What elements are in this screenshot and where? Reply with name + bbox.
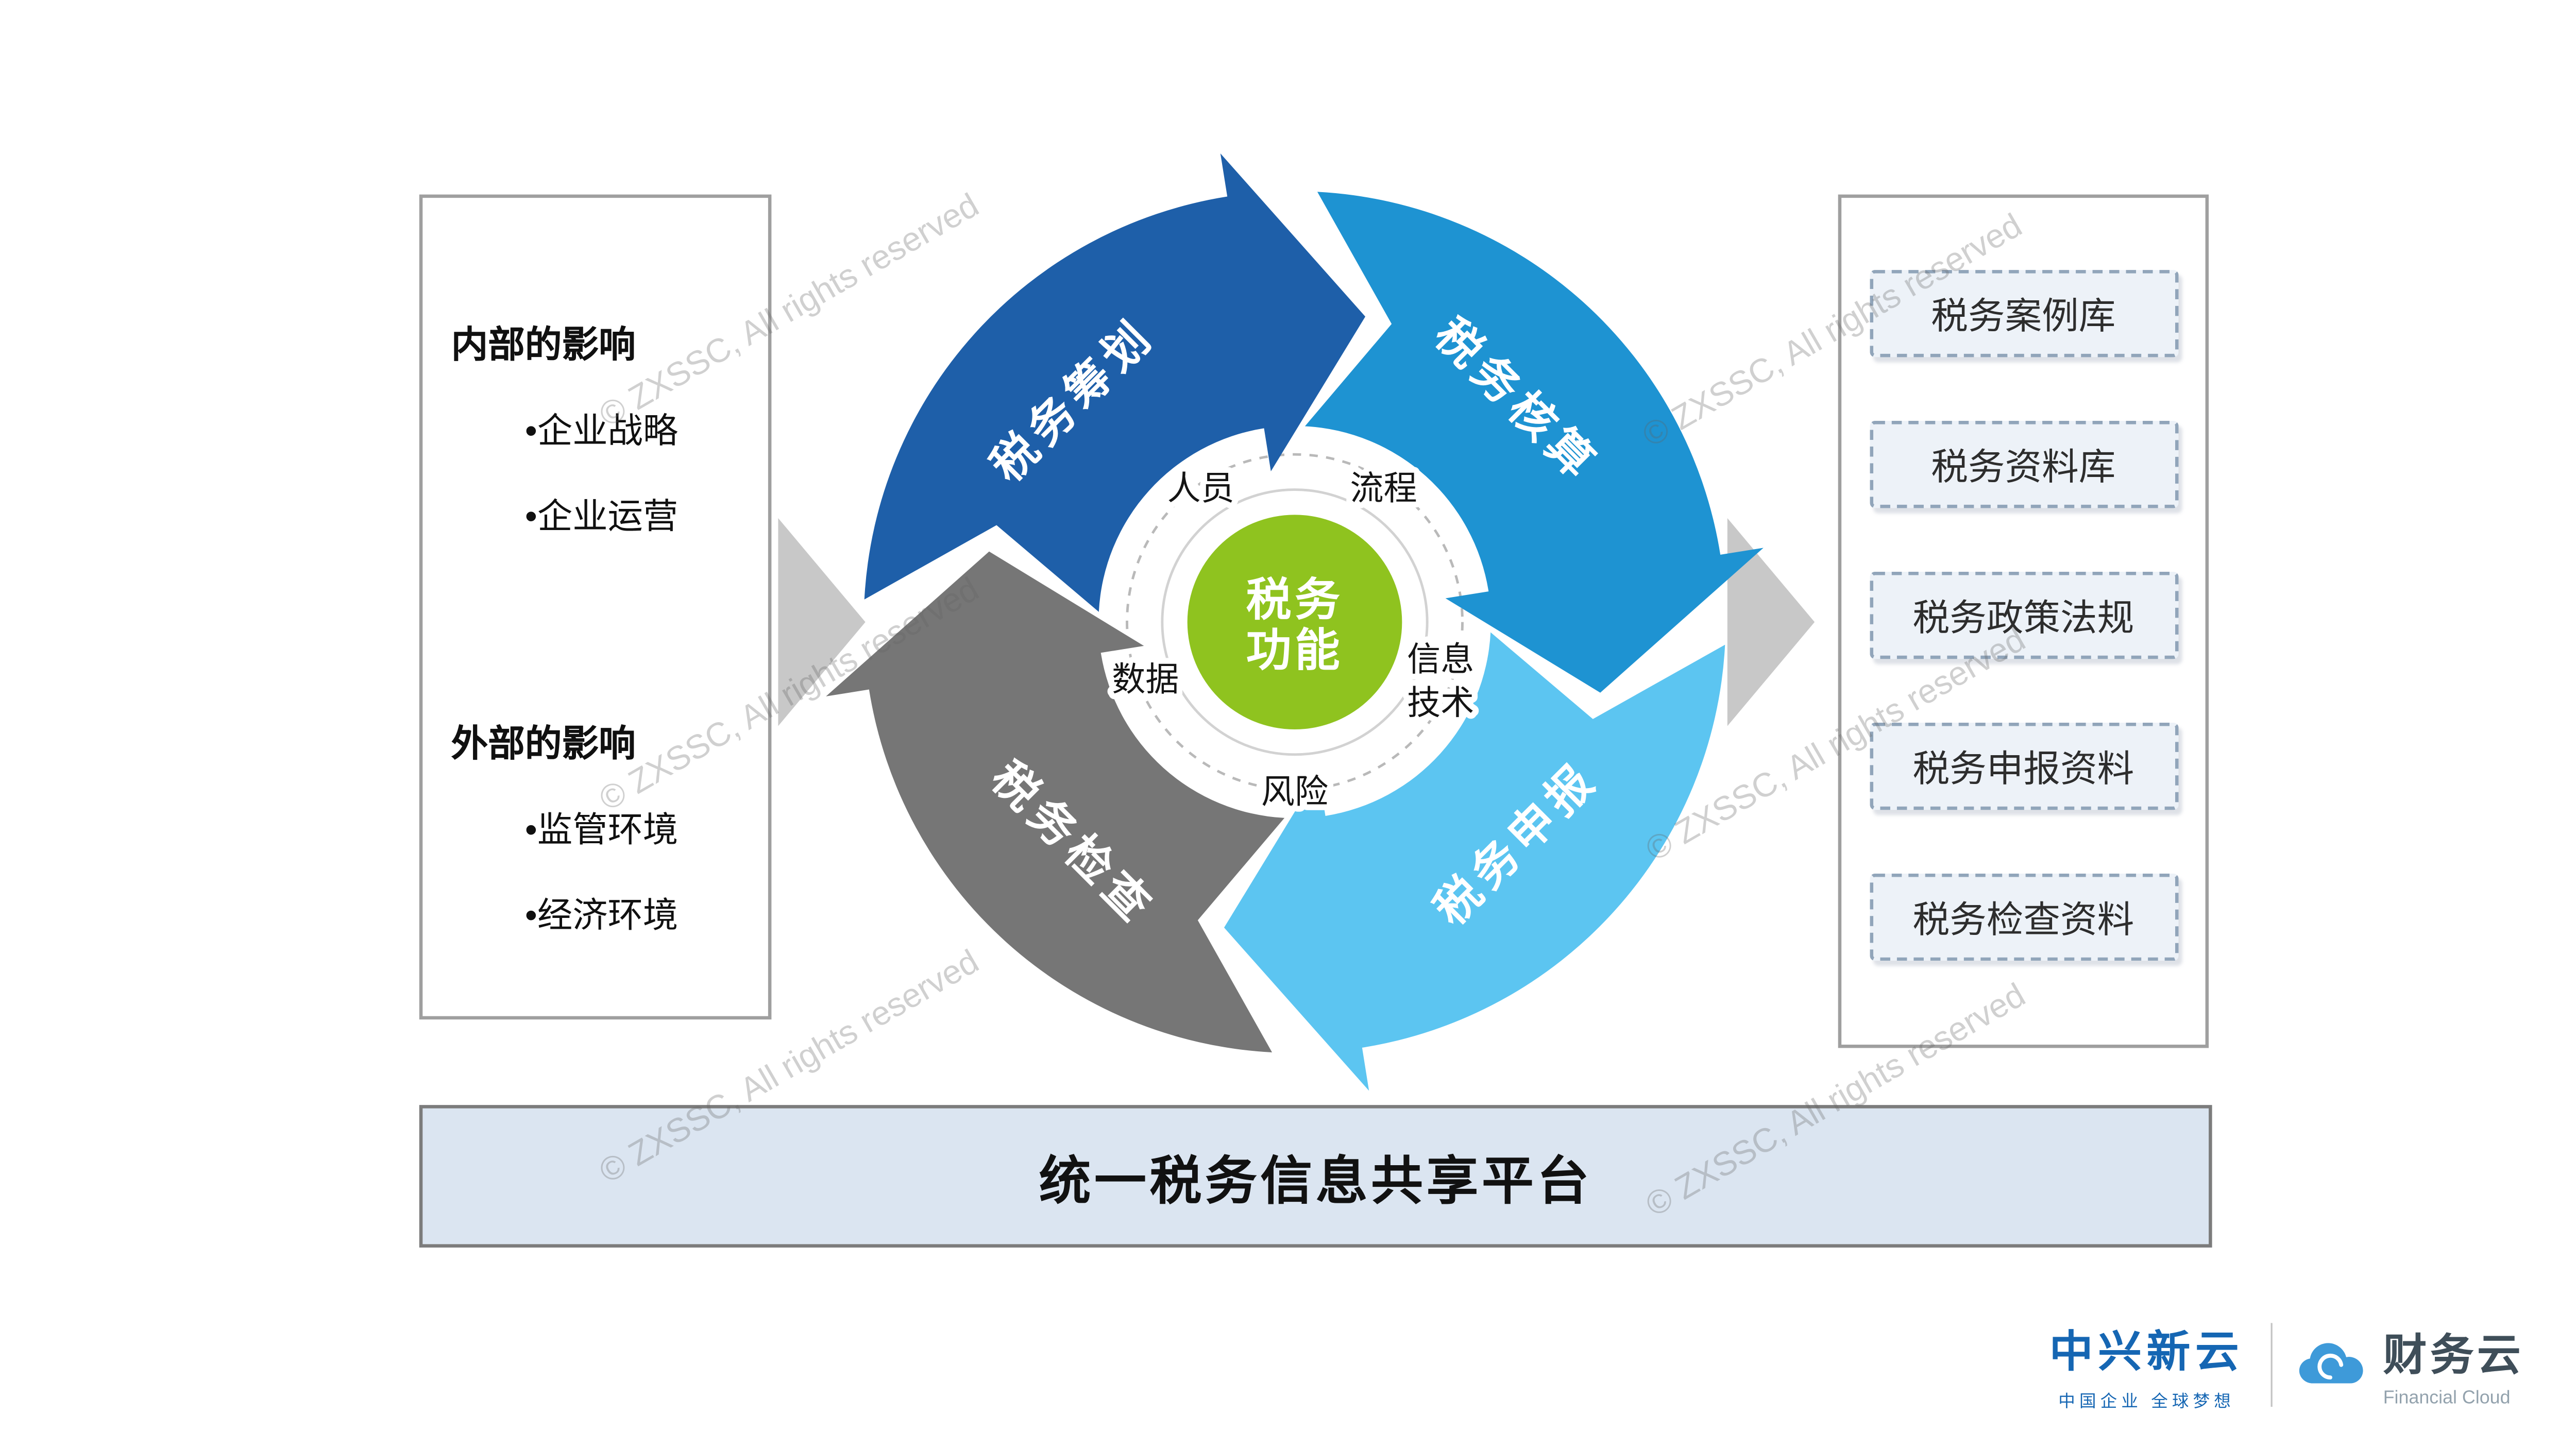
hub-circle xyxy=(1187,515,1402,730)
bullet: • xyxy=(524,498,537,537)
brand-subtitle-right: Financial Cloud xyxy=(2383,1388,2511,1409)
influence-section-external: 外部的影响 •监管环境 •经济环境 xyxy=(451,714,748,939)
dashed-guide-circle xyxy=(1126,453,1464,791)
hub-label: 税务功能 xyxy=(1246,574,1344,676)
brand-block-left: 中兴新云 中国企业 全球梦想 xyxy=(2049,1318,2244,1412)
influence-item-label: 经济环境 xyxy=(537,897,679,936)
dimension-label-top-right: 流程 xyxy=(1350,469,1417,507)
dimension-label-bottom: 风险 xyxy=(1261,773,1328,810)
resource-item: 税务资料库 xyxy=(1869,421,2178,508)
influence-item-label: 企业运营 xyxy=(537,498,679,537)
brand-block-right: 财务云 Financial Cloud xyxy=(2383,1321,2524,1408)
inner-guide-circle xyxy=(1161,488,1429,756)
cycle-segment-bottom-left xyxy=(826,551,1285,1052)
brand-name-right: 财务云 xyxy=(2383,1329,2524,1380)
influence-item-label: 监管环境 xyxy=(537,811,679,850)
platform-bar: 统一税务信息共享平台 xyxy=(419,1105,2212,1248)
brand-tagline-left: 中国企业 全球梦想 xyxy=(2058,1393,2235,1412)
brand-name-left: 中兴新云 xyxy=(2049,1326,2244,1377)
influence-item-label: 企业战略 xyxy=(537,412,679,451)
footer-brand: 中兴新云 中国企业 全球梦想 财务云 Financial Cloud xyxy=(2049,1318,2524,1412)
resource-item: 税务检查资料 xyxy=(1869,873,2178,961)
resource-item: 税务案例库 xyxy=(1869,270,2178,357)
dimension-label-left: 数据 xyxy=(1112,660,1179,698)
influence-item: •企业运营 xyxy=(451,490,748,540)
bullet: • xyxy=(524,811,537,850)
resources-panel: 税务案例库 税务资料库 税务政策法规 税务申报资料 税务检查资料 xyxy=(1838,194,2209,1048)
resource-item: 税务申报资料 xyxy=(1869,722,2178,810)
dimension-label-right: 信息技术 xyxy=(1407,640,1474,722)
brand-divider xyxy=(2270,1323,2273,1407)
bullet: • xyxy=(524,412,537,451)
influence-item: •企业战略 xyxy=(451,404,748,455)
cycle-segment-top-right xyxy=(1304,192,1764,693)
bullet: • xyxy=(524,897,537,936)
resource-item: 税务政策法规 xyxy=(1869,572,2178,659)
influence-item: •监管环境 xyxy=(451,803,748,854)
influence-item: •经济环境 xyxy=(451,889,748,939)
platform-bar-label: 统一税务信息共享平台 xyxy=(1039,1152,1592,1211)
influence-section-internal: 内部的影响 •企业战略 •企业运营 xyxy=(451,315,748,540)
cycle-segment-top-left xyxy=(864,153,1366,612)
influence-section-heading: 外部的影响 xyxy=(451,722,636,765)
dimension-label-top-left: 人员 xyxy=(1167,469,1234,507)
tax-cycle-diagram: 税务筹划税务核算税务申报税务检查税务功能人员流程信息技术风险数据 xyxy=(826,153,1764,1091)
cloud-icon xyxy=(2299,1343,2363,1384)
influences-panel: 内部的影响 •企业战略 •企业运营 外部的影响 •监管环境 •经济环境 xyxy=(419,194,772,1020)
cycle-segment-bottom-right xyxy=(1224,632,1725,1091)
influence-section-heading: 内部的影响 xyxy=(451,323,636,366)
